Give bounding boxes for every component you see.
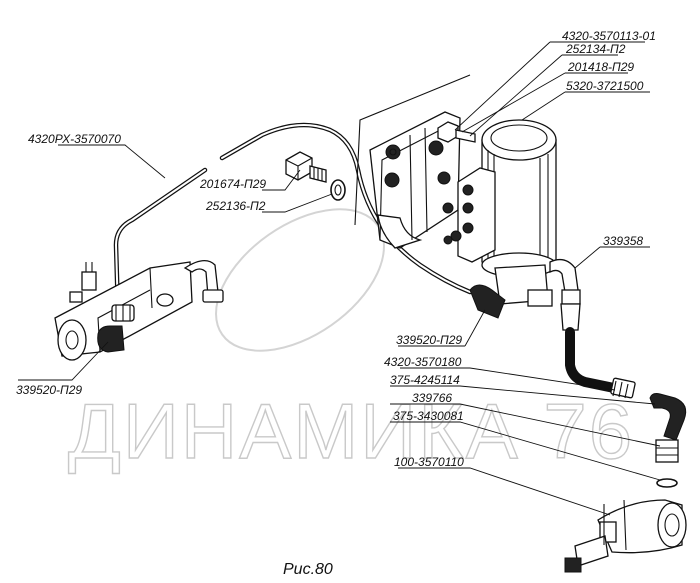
bolt-201418: [437, 121, 476, 143]
left-valve-end-cap: [57, 319, 87, 361]
label-201418-p29: 201418-П29: [567, 60, 634, 74]
ring-375-3430081: [656, 478, 678, 488]
left-valve-block: [54, 260, 224, 361]
nut-339766: [655, 439, 679, 463]
brake-chamber-100-3570110: [564, 499, 687, 573]
label-375-4245114: 375-4245114: [390, 373, 460, 387]
mounting-bracket: [354, 74, 471, 249]
label-339766: 339766: [412, 391, 452, 405]
bolt-201674: [285, 151, 327, 183]
label-339520-p29-left: 339520-П29: [16, 383, 82, 397]
label-375-3430081: 375-3430081: [393, 409, 464, 423]
label-5320-3721500: 5320-3721500: [566, 79, 644, 93]
label-339358: 339358: [603, 234, 643, 248]
label-4320-3570113-01: 4320-3570113-01: [562, 29, 656, 43]
flexible-hose: [549, 258, 636, 399]
label-4320-3570180: 4320-3570180: [384, 355, 462, 369]
label-4320rx-3570070: 4320РХ-3570070: [28, 132, 121, 146]
cylinder-cap: [481, 119, 557, 161]
cylinder-elbow-fitting: [469, 284, 506, 319]
label-252136-p2: 252136-П2: [205, 199, 266, 213]
figure-caption: Рис.80: [283, 561, 333, 578]
elbow-375-4245114: [649, 393, 687, 441]
valve-housing: [442, 167, 553, 319]
watermark-text: ДИНАМИКА 76: [68, 387, 634, 475]
part-number-labels: 4320-3570113-01 252134-П2 201418-П29 532…: [16, 29, 656, 469]
left-valve-vent: [81, 271, 97, 291]
label-339520-p29-right: 339520-П29: [396, 333, 462, 347]
label-100-3570110: 100-3570110: [394, 455, 464, 469]
label-252134-p2: 252134-П2: [565, 42, 626, 56]
label-201674-p29: 201674-П29: [199, 177, 266, 191]
leader-lines: [18, 41, 661, 516]
washer-252136: [330, 179, 346, 201]
